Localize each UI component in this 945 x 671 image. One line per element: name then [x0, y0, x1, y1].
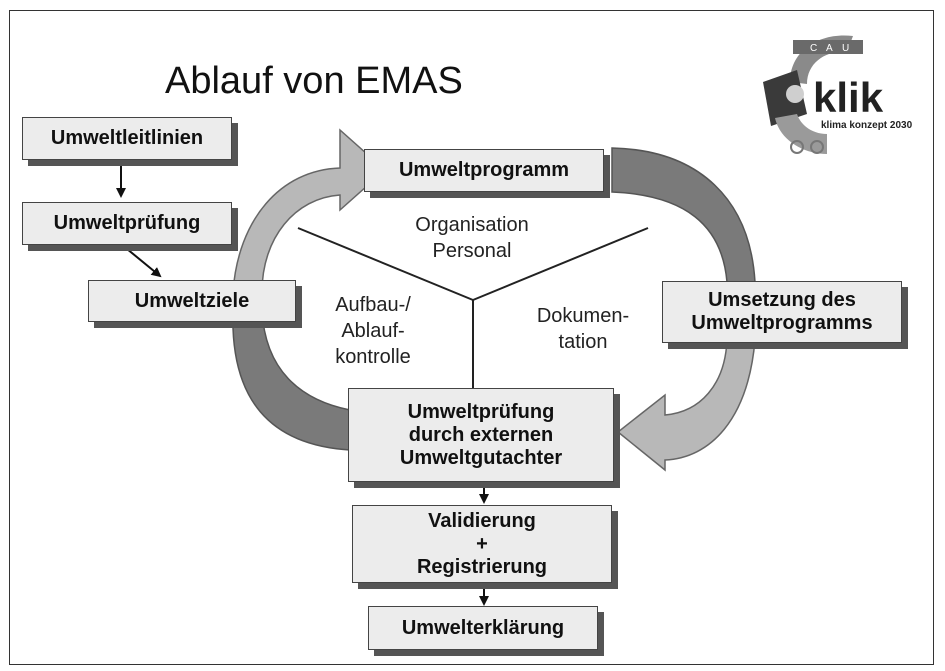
box-externe-pruefung: Umweltprüfung durch externen Umweltgutac…	[348, 388, 614, 482]
logo-wordmark: klik	[813, 74, 884, 121]
page-title: Ablauf von EMAS	[165, 60, 463, 102]
slide-frame	[9, 10, 934, 665]
label-dokumentation: Dokumen- tation	[536, 305, 630, 353]
logo-letter-c: C	[810, 43, 817, 54]
logo-letter-a: A	[826, 43, 833, 54]
logo-letter-u: U	[842, 43, 849, 54]
box-umsetzung: Umsetzung des Umweltprogramms	[662, 281, 902, 343]
box-umweltprogramm: Umweltprogramm	[364, 149, 604, 192]
box-validierung: Validierung + Registrierung	[352, 505, 612, 583]
arrow-pruefung-ziele	[120, 243, 162, 278]
label-aufbau: Aufbau-/ Ablauf- kontrolle	[335, 294, 411, 368]
curved-arrow-to-extern	[616, 339, 756, 472]
box-umweltleitlinien: Umweltleitlinien	[22, 117, 232, 160]
y-line-left	[297, 227, 474, 301]
box-umwelterklaerung: Umwelterklärung	[368, 606, 598, 650]
box-umweltziele: Umweltziele	[88, 280, 296, 322]
curved-arrow-to-programm	[232, 128, 387, 293]
box-umweltpruefung: Umweltprüfung	[22, 202, 232, 245]
logo-graphic	[763, 35, 863, 154]
label-organisation: Organisation Personal	[415, 214, 529, 262]
curved-arrow-to-umsetzung	[611, 147, 756, 283]
klik-logo: C A U klik klima konzept 2030	[763, 35, 913, 154]
y-line-right	[472, 227, 649, 301]
logo-tagline: klima konzept 2030	[821, 120, 913, 131]
